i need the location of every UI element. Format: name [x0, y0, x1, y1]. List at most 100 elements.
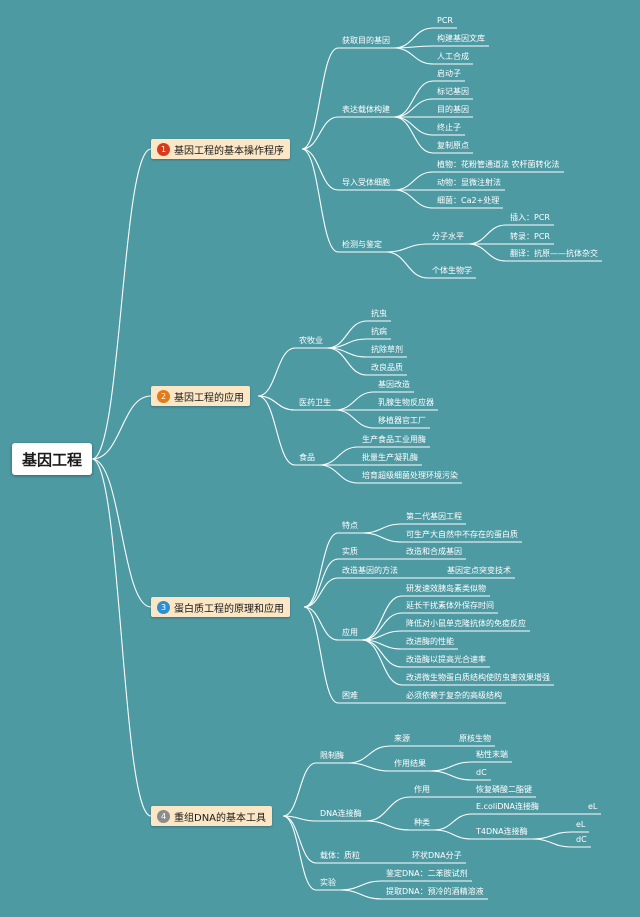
branch-4-label-a1: 来源 [394, 734, 410, 743]
connector-26 [257, 395, 296, 466]
connector-19 [385, 243, 429, 253]
branch-4-label-d: 实验 [320, 878, 336, 887]
connector-39 [303, 577, 339, 608]
branch-4-label-b: DNA连接酶 [320, 809, 362, 818]
connector-23 [467, 243, 507, 262]
connector-43 [361, 532, 403, 543]
branch-1-title: 基因工程的基本操作程序 [174, 145, 284, 157]
connector-16 [393, 171, 434, 191]
branch-4-badge: 4 [157, 809, 170, 823]
branch-4-label-c: 载体：质粒 [320, 851, 360, 860]
branch-3-label-d3: 降低对小鼠单克隆抗体的免疫反应 [406, 619, 526, 628]
branch-3-title: 蛋白质工程的原理和应用 [174, 603, 284, 615]
branch-3-label-b1: 改造和合成基因 [406, 547, 462, 556]
branch-2-label-b1: 基因改造 [378, 380, 410, 389]
branch-3-label-a1: 第二代基因工程 [406, 512, 462, 521]
connector-14 [393, 116, 434, 136]
branch-1-label-a1: PCR [437, 16, 453, 25]
branch-2-label-a: 农牧业 [299, 336, 323, 345]
connector-4 [301, 47, 339, 150]
branch-4-label-a11: 原核生物 [459, 734, 491, 743]
branch-1-label-a2: 构建基因文库 [437, 34, 485, 43]
branch-4-label-d2: 提取DNA：预冷的酒精溶液 [386, 887, 484, 896]
connector-18 [393, 189, 434, 209]
branch-4-node: 4 重组DNA的基本工具 [151, 806, 273, 826]
connector-69 [531, 838, 573, 848]
branch-3-label-d5: 改造酶以提高光合速率 [406, 655, 486, 664]
branch-1-label-d: 检测与鉴定 [342, 240, 382, 249]
branch-1-label-a3: 人工合成 [437, 52, 469, 61]
branch-1-label-b3: 目的基因 [437, 105, 469, 114]
branch-3-label-b: 实质 [342, 547, 358, 556]
branch-3-badge: 3 [157, 600, 170, 614]
connector-5 [301, 116, 339, 150]
branch-2-label-a3: 抗除草剂 [371, 345, 403, 354]
connector-3 [91, 458, 152, 817]
connector-57 [347, 745, 391, 764]
branch-4-label-b21: E.coliDNA连接酶 [476, 802, 539, 811]
connector-51 [361, 639, 403, 686]
branch-4-label-a: 限制酶 [320, 751, 344, 760]
branch-4-label-a22: dC [476, 768, 487, 777]
branch-4-label-b222: dC [576, 835, 587, 844]
branch-2-label-b: 医药卫生 [299, 398, 331, 407]
branch-2-label-c3: 培育超级细菌处理环境污染 [362, 471, 458, 480]
connector-46 [361, 595, 403, 641]
branch-1-label-d12: 转录：PCR [510, 232, 550, 241]
connector-68 [531, 831, 573, 840]
connector-24 [257, 347, 296, 397]
connector-30 [326, 347, 368, 376]
branch-1-label-b4: 终止子 [437, 123, 461, 132]
connector-2 [91, 458, 152, 608]
connector-11 [393, 80, 434, 118]
connector-12 [393, 98, 434, 118]
connector-56 [282, 815, 317, 891]
branch-4-label-b11: 恢复磷酸二酯键 [476, 785, 532, 794]
connector-63 [365, 820, 411, 831]
branch-2-label-a2: 抗病 [371, 327, 387, 336]
branch-4-label-b22: T4DNA连接酶 [476, 827, 528, 836]
branch-3-label-d4: 改进酶的性能 [406, 637, 454, 646]
branch-3-label-a: 特点 [342, 521, 358, 530]
connector-25 [257, 395, 296, 411]
branch-1-label-d1: 分子水平 [432, 232, 464, 241]
branch-3-label-d1: 研发速效胰岛素类似物 [406, 584, 486, 593]
connector-54 [282, 815, 317, 822]
branch-2-label-c2: 批量生产凝乳酶 [362, 453, 418, 462]
branch-4-label-b2: 种类 [414, 818, 430, 827]
branch-3-node: 3 蛋白质工程的原理和应用 [151, 597, 290, 617]
branch-1-label-b5: 复制原点 [437, 141, 469, 150]
connector-8 [393, 27, 434, 49]
connector-61 [429, 770, 473, 781]
connector-71 [339, 880, 383, 891]
branch-1-label-a: 获取目的基因 [342, 36, 390, 45]
connector-34 [318, 446, 359, 466]
connector-21 [467, 224, 507, 245]
branch-3-label-e: 困难 [342, 691, 358, 700]
branch-1-badge: 1 [157, 142, 170, 156]
branch-1-label-d11: 插入：PCR [510, 213, 550, 222]
connector-0 [91, 148, 152, 460]
connector-40 [303, 606, 339, 641]
connector-55 [282, 815, 317, 864]
connector-10 [393, 47, 434, 65]
branch-1-node: 1 基因工程的基本操作程序 [151, 139, 290, 159]
branch-1-label-b1: 启动子 [437, 69, 461, 78]
connector-6 [301, 148, 339, 191]
branch-1-label-c1: 植物：花粉管通道法 农杆菌转化法 [437, 160, 560, 169]
branch-2-label-a1: 抗虫 [371, 309, 387, 318]
branch-4-label-a21: 粘性末端 [476, 750, 508, 759]
branch-3-label-d: 应用 [342, 628, 358, 637]
branch-3-label-c: 改造基因的方法 [342, 566, 398, 575]
connector-65 [433, 813, 473, 831]
branch-4-label-a2: 作用结果 [394, 759, 426, 768]
branch-1-label-d2: 个体生物学 [432, 266, 472, 275]
root-node: 基因工程 [12, 443, 92, 475]
branch-1-label-c: 导入受体细胞 [342, 178, 390, 187]
branch-2-badge: 2 [157, 389, 170, 403]
branch-4-label-b1: 作用 [414, 785, 430, 794]
branch-1-label-b: 表达载体构建 [342, 105, 390, 114]
connector-72 [339, 889, 383, 900]
connector-66 [433, 829, 473, 840]
